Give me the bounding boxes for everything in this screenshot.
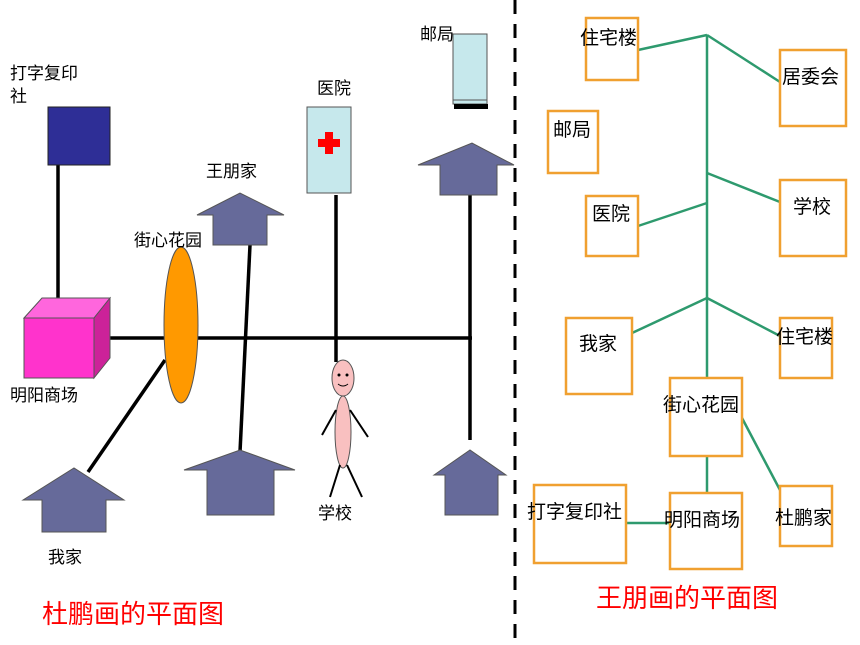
post-office-building [452, 33, 488, 109]
box-post-office [546, 109, 600, 175]
box-label-post-office: 邮局 [553, 119, 591, 141]
box-print-shop [532, 483, 628, 565]
right-boxes [532, 16, 848, 571]
house-wang-peng [196, 192, 285, 246]
box-my-home [564, 316, 634, 396]
box-du-peng-home [778, 484, 834, 548]
box-label-committee: 居委会 [782, 66, 839, 88]
box-hospital [584, 194, 640, 258]
box-label-hospital: 医院 [592, 203, 630, 225]
box-label-residential-top: 住宅楼 [580, 27, 637, 49]
house-bottom-right [432, 449, 508, 516]
right-map: 住宅楼 居委会 邮局 医院 学校 我家 住宅楼 街心花园 打字复印社 明阳商场 … [527, 16, 848, 614]
label-hospital: 医院 [317, 79, 351, 99]
hospital-building [306, 106, 352, 194]
left-map: 打字复印 社 医院 邮局 王朋家 街心花园 明阳商场 我家 学校 杜鹏画的平面图 [10, 25, 515, 630]
label-my-home: 我家 [48, 548, 82, 568]
label-school: 学校 [318, 504, 352, 524]
box-label-school: 学校 [793, 196, 831, 218]
box-label-my-home: 我家 [579, 333, 617, 355]
right-connections [626, 33, 782, 525]
box-garden [668, 376, 744, 458]
label-wang-peng-home: 王朋家 [206, 162, 257, 182]
label-post-office: 邮局 [420, 25, 454, 45]
box-label-print-shop: 打字复印社 [527, 501, 622, 523]
garden-ellipse [163, 246, 199, 404]
left-map-title: 杜鹏画的平面图 [42, 600, 224, 630]
box-label-mall: 明阳商场 [664, 509, 740, 531]
right-map-title: 王朋画的平面图 [596, 584, 778, 614]
box-mall [668, 491, 744, 571]
box-label-garden: 街心花园 [663, 394, 739, 416]
house-my-home [21, 467, 126, 533]
box-label-du-peng-home: 杜鹏家 [775, 507, 832, 529]
label-garden: 街心花园 [134, 231, 202, 251]
label-print-shop-2: 社 [10, 87, 27, 107]
mall-cube [22, 296, 112, 380]
print-shop-block [47, 106, 111, 166]
box-committee [778, 48, 848, 128]
box-school [778, 178, 848, 258]
box-residential-mid [778, 316, 834, 380]
label-mall: 明阳商场 [10, 386, 78, 406]
house-post-area [417, 142, 515, 196]
box-residential-top [584, 16, 640, 82]
house-bottom-middle [183, 449, 296, 516]
label-print-shop: 打字复印 [10, 64, 78, 84]
box-label-residential-mid: 住宅楼 [776, 326, 833, 348]
school-person-icon [321, 359, 369, 498]
